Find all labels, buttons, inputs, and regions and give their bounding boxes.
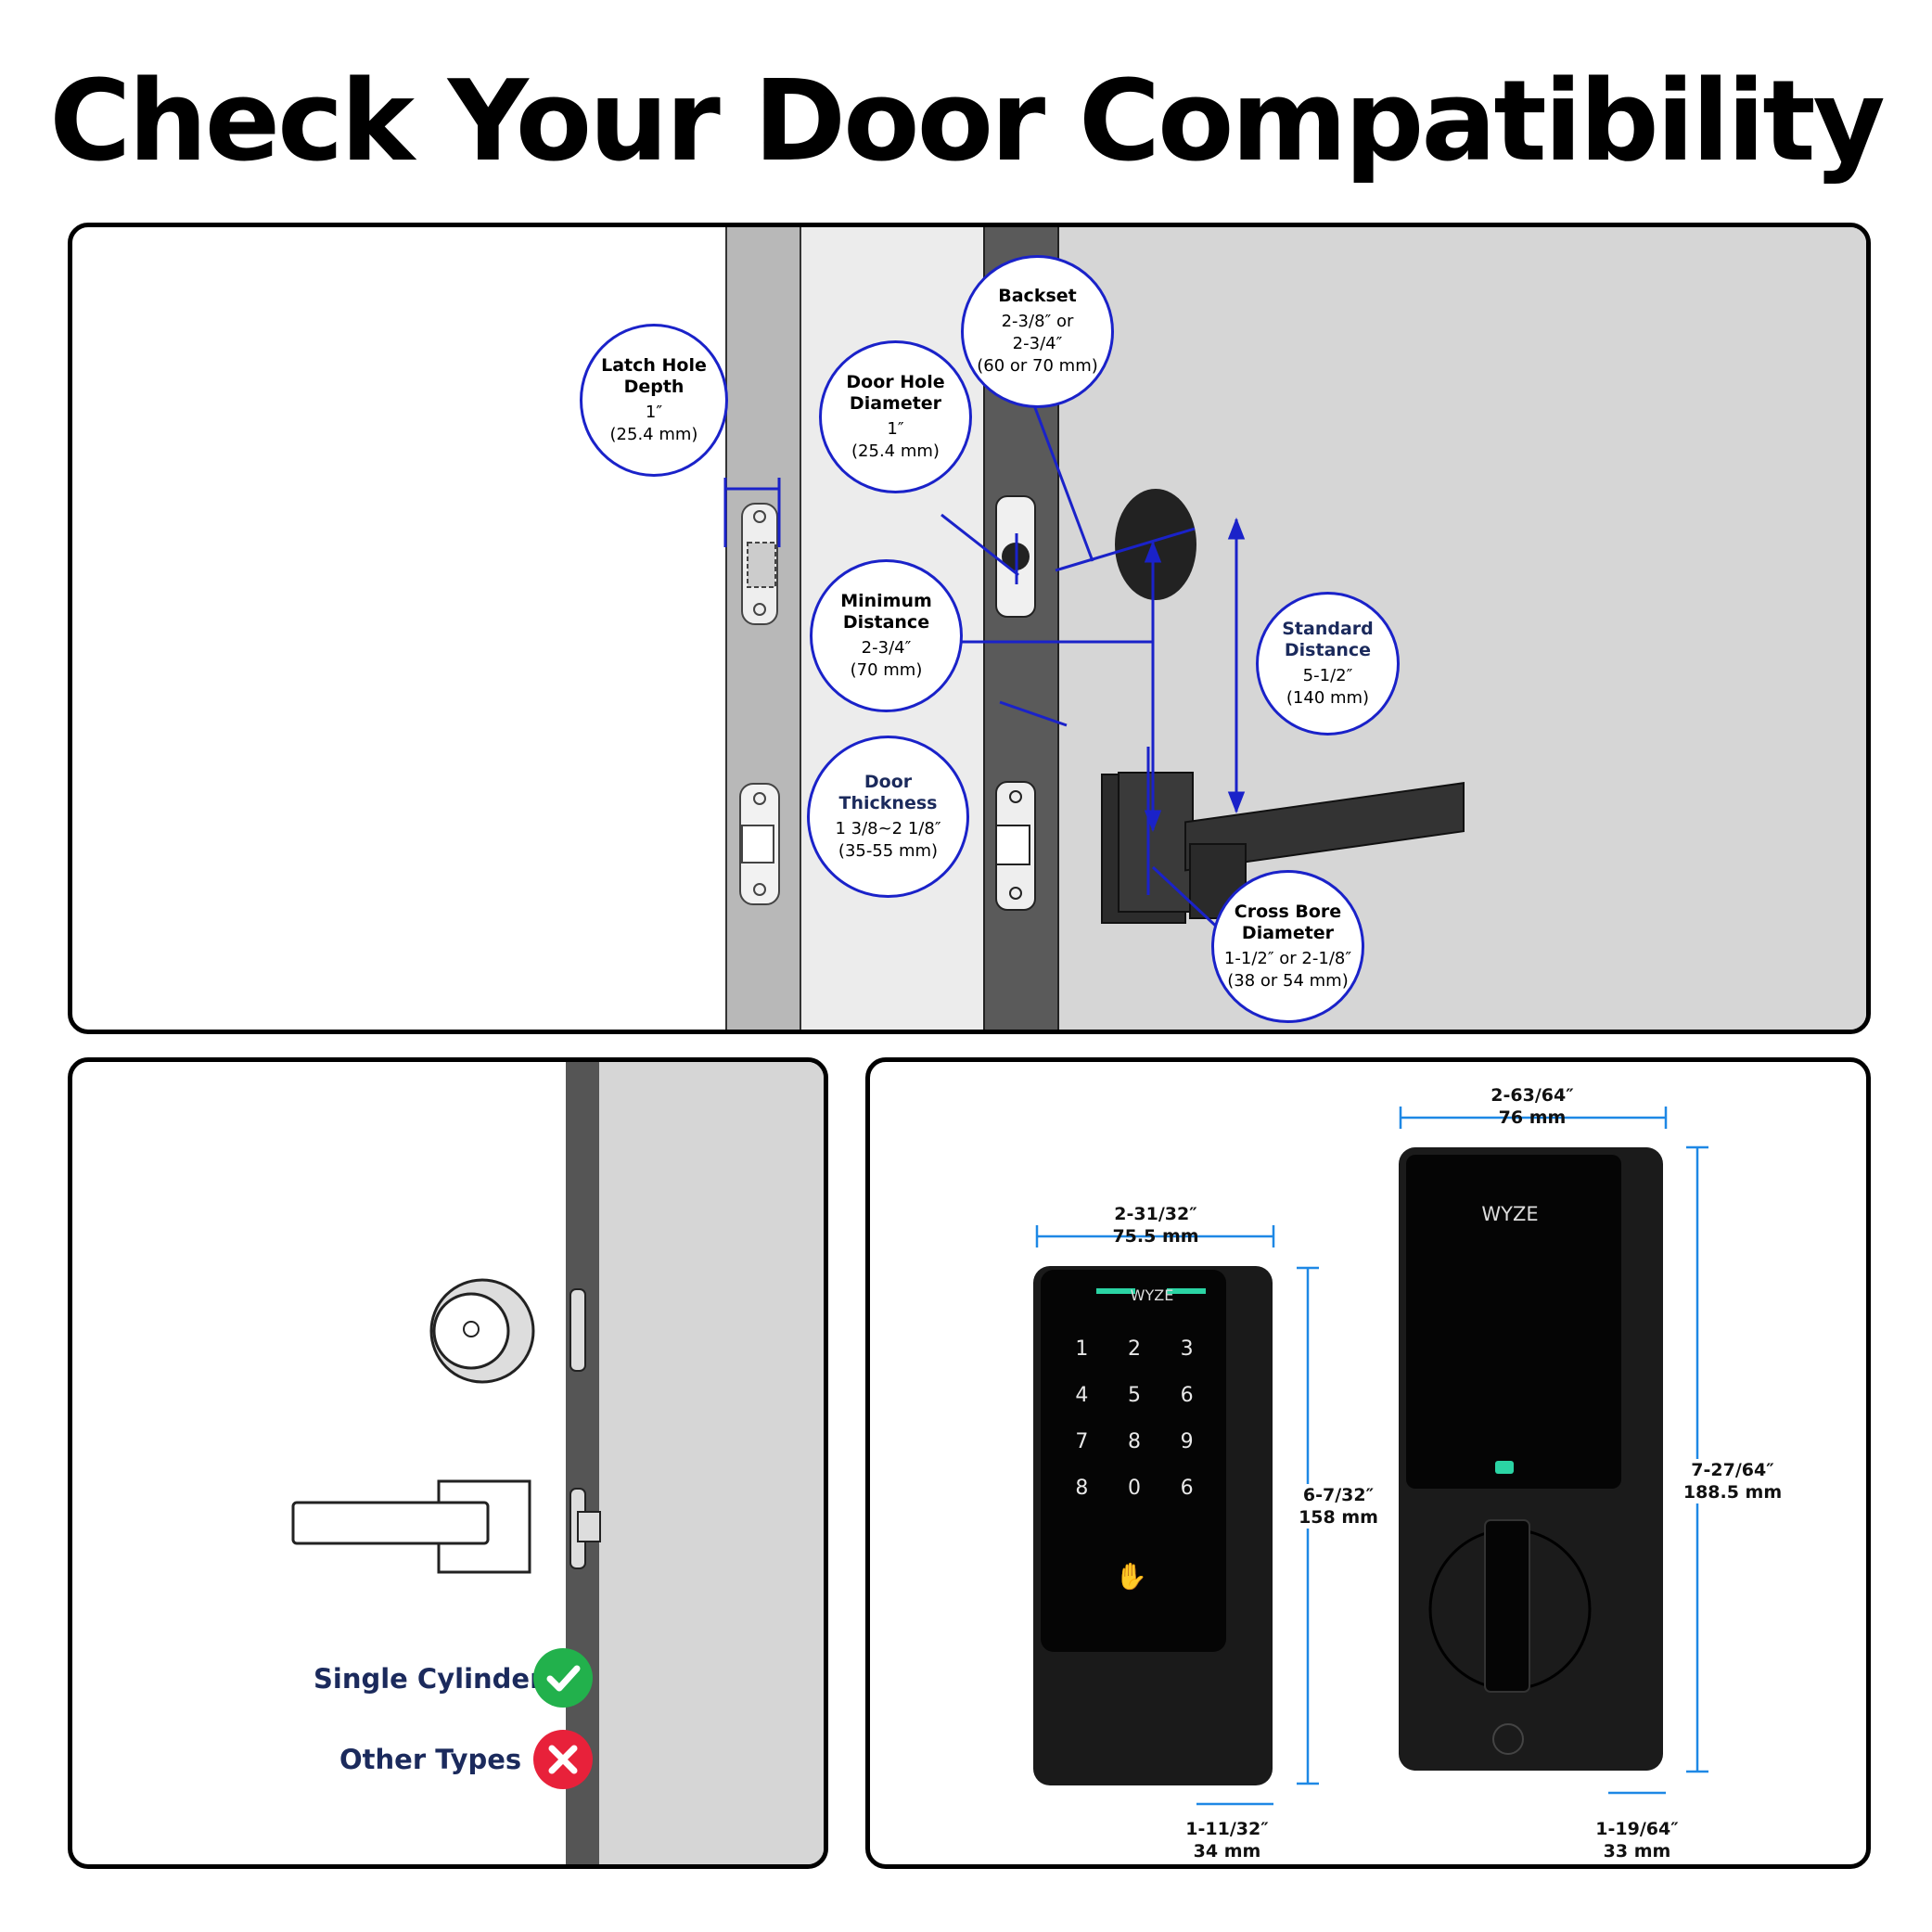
keypad-key: 9: [1180, 1430, 1194, 1453]
keypad-key: 0: [1127, 1477, 1141, 1500]
keypad-width-label: 2-31/32″ 75.5 mm: [1112, 1204, 1199, 1247]
keypad-key: 3: [1180, 1337, 1194, 1361]
hand-icon: ✋: [1115, 1561, 1147, 1592]
keypad-key: 4: [1075, 1384, 1089, 1407]
door-jamb: [726, 227, 800, 1030]
callout-door-hole-diameter: Door Hole Diameter 1″ (25.4 mm): [819, 340, 972, 493]
interior-height-label: 7-27/64″ 188.5 mm: [1668, 1459, 1798, 1503]
other-types-label: Other Types: [339, 1744, 522, 1775]
interior-unit: [1399, 1147, 1663, 1771]
keypad-keys: 1 2 3 4 5 6 7 8 9 8 0 6: [1056, 1338, 1213, 1500]
interior-brand: WYZE: [1481, 1203, 1539, 1225]
door-measurement-panel: Latch Hole Depth 1″ (25.4 mm) Backset 2-…: [68, 223, 1871, 1034]
keypad-unit: [1033, 1266, 1273, 1785]
product-dimensions-panel: WYZE 1 2 3 4 5 6 7 8 9 8 0 6 ✋ WYZE 2-31…: [865, 1057, 1871, 1869]
keypad-height-label: 6-7/32″ 158 mm: [1278, 1484, 1399, 1529]
keypad-key: 2: [1127, 1337, 1141, 1361]
lever-handle-side: [291, 1479, 601, 1574]
keypad-key: 7: [1075, 1430, 1089, 1453]
keypad-key: 6: [1180, 1384, 1194, 1407]
interior-depth-label: 1-19/64″ 33 mm: [1595, 1819, 1679, 1862]
callout-cross-bore-diameter: Cross Bore Diameter 1-1/2″ or 2-1/8″ (38…: [1211, 870, 1364, 1023]
page-title: Check Your Door Compatibility: [49, 58, 1886, 186]
callout-backset: Backset 2-3/8″ or 2-3/4″ (60 or 70 mm): [961, 255, 1114, 408]
product-dim-lines: [1035, 1107, 1708, 1806]
latch-bolt: [995, 781, 1036, 911]
callout-minimum-distance: Minimum Distance 2-3/4″ (70 mm): [810, 559, 963, 712]
cross-icon: [533, 1730, 593, 1789]
keypad-key: 8: [1127, 1430, 1141, 1453]
keypad-brand: WYZE: [1130, 1286, 1174, 1304]
keypad-key: 5: [1127, 1384, 1141, 1407]
upper-strike-plate: [741, 503, 778, 625]
interior-width-label: 2-63/64″ 76 mm: [1491, 1085, 1574, 1128]
single-cylinder-illustration: [291, 1062, 824, 1864]
keypad-key: 6: [1180, 1477, 1194, 1500]
keypad-depth-label: 1-11/32″ 34 mm: [1185, 1819, 1269, 1862]
keypad-key: 8: [1075, 1477, 1089, 1500]
callout-standard-distance: Standard Distance 5-1/2″ (140 mm): [1256, 592, 1400, 736]
lower-strike-plate: [739, 783, 780, 905]
lever-handle: [1101, 772, 1465, 924]
callout-latch-hole-depth: Latch Hole Depth 1″ (25.4 mm): [580, 324, 728, 477]
deadbolt-cylinder: [429, 1278, 586, 1384]
door-hole: [1115, 489, 1196, 600]
callout-door-thickness: Door Thickness 1 3/8~2 1/8″ (35-55 mm): [807, 736, 969, 898]
cylinder-type-panel: Single Cylinder Other Types: [68, 1057, 828, 1869]
keypad-key: 1: [1075, 1337, 1089, 1361]
product-dimension-drawing: [1033, 1107, 1708, 1806]
check-icon: [533, 1648, 593, 1708]
single-cylinder-label: Single Cylinder: [313, 1663, 544, 1695]
